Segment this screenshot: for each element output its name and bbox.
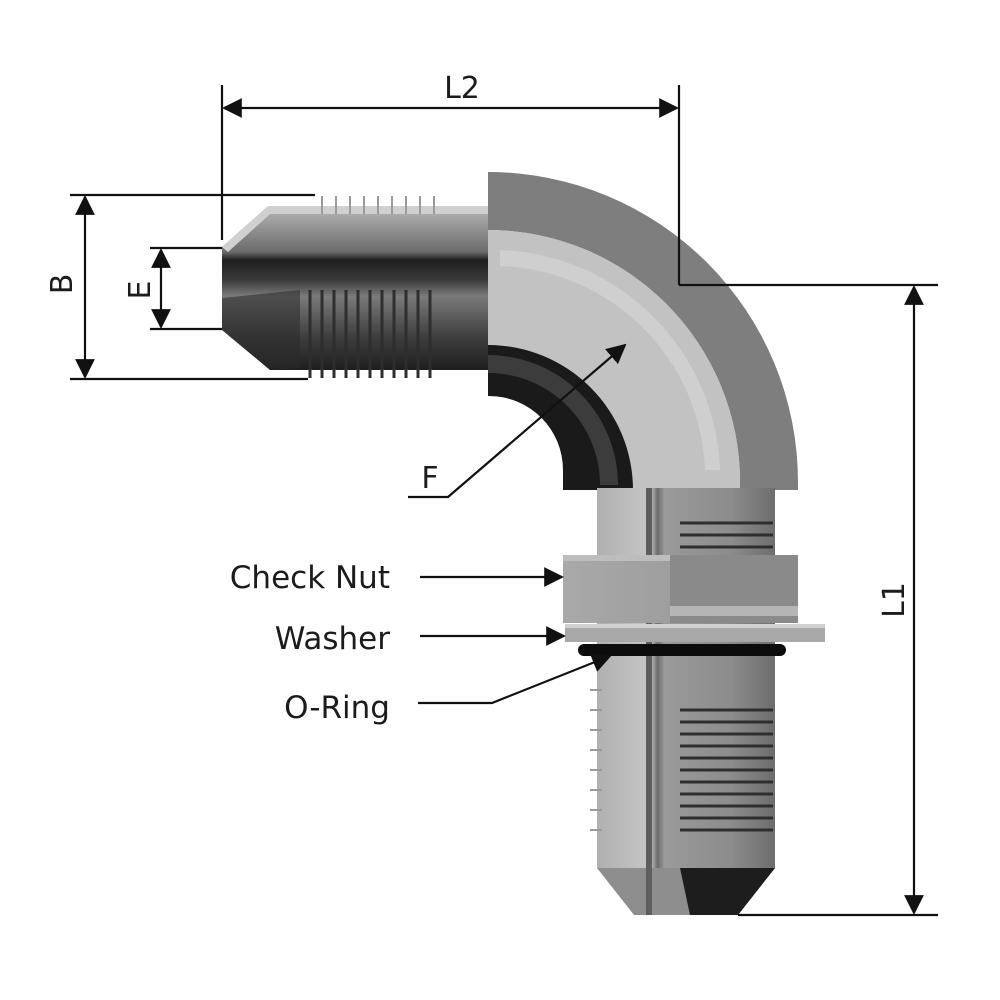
o-ring — [578, 644, 786, 656]
dimension-b: B — [45, 193, 315, 381]
callout-washer: Washer — [275, 621, 566, 657]
dimension-f: F — [408, 343, 627, 499]
callout-check-nut: Check Nut — [230, 560, 564, 596]
washer — [565, 624, 825, 642]
elbow — [488, 172, 798, 490]
callout-label-washer: Washer — [275, 621, 391, 657]
callout-o-ring: O-Ring — [284, 653, 612, 726]
vertical-bulkhead-tube — [597, 488, 775, 915]
dimension-label-b: B — [45, 274, 80, 295]
dimension-label-l2: L2 — [444, 71, 480, 106]
dimension-label-f: F — [421, 461, 438, 496]
dimension-label-e: E — [123, 281, 158, 300]
dimension-l2: L2 — [220, 71, 681, 285]
horizontal-male-end — [222, 206, 488, 370]
fitting-body — [222, 172, 825, 915]
dimension-label-l1: L1 — [877, 582, 912, 618]
dimension-e: E — [123, 246, 222, 331]
callout-label-o-ring: O-Ring — [284, 690, 390, 726]
check-nut — [563, 555, 798, 623]
horizontal-threads — [308, 196, 435, 378]
callout-label-check-nut: Check Nut — [230, 560, 390, 596]
vertical-threads-lower — [590, 689, 773, 832]
dimension-l1: L1 — [679, 283, 938, 917]
